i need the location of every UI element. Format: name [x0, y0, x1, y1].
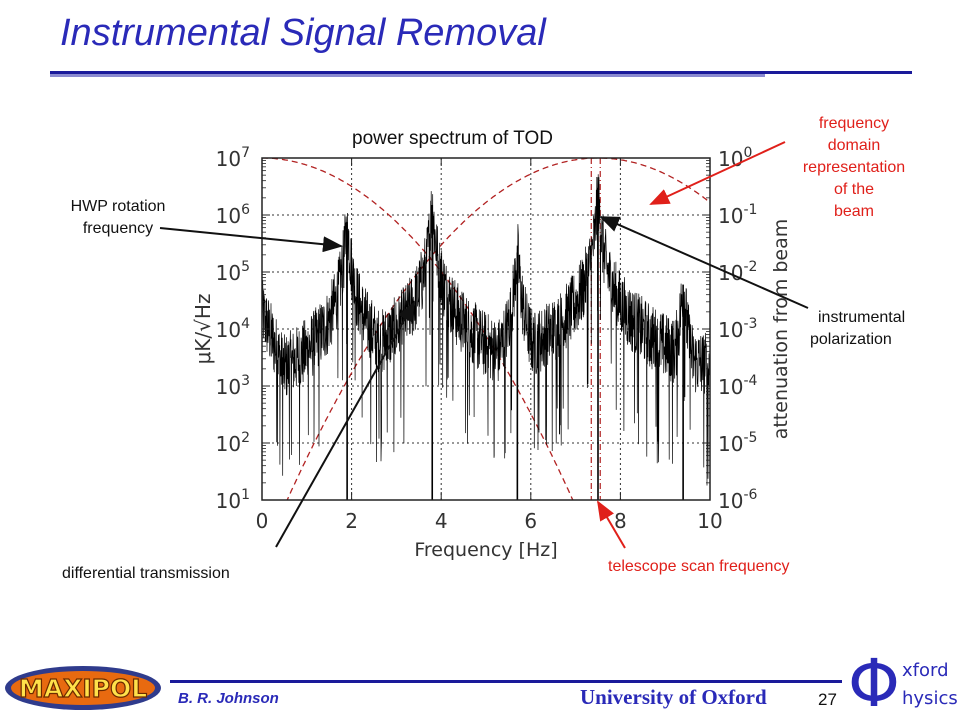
- x-tick-label: 6: [524, 509, 537, 533]
- y-tick-exponent: 3: [241, 373, 250, 389]
- physics-word: hysics: [902, 688, 958, 709]
- y2-tick-exponent: -6: [743, 487, 757, 503]
- y-tick-label: 101: [216, 487, 250, 513]
- instrumental-line-1: instrumental: [818, 309, 906, 326]
- title-rule: [50, 71, 912, 74]
- title-rule-accent: [50, 74, 765, 77]
- x-tick-label: 8: [614, 509, 627, 533]
- y2-tick-exponent: -2: [743, 259, 757, 275]
- spectrum-line: [262, 174, 710, 486]
- y2-tick-exponent: 0: [743, 145, 752, 161]
- y-tick-exponent: 2: [241, 430, 250, 446]
- university: University of Oxford: [580, 685, 767, 709]
- y2-tick-exponent: -1: [743, 202, 757, 218]
- y-tick-exponent: 7: [241, 145, 250, 161]
- y2-tick-label: 10-1: [718, 202, 757, 228]
- y2-tick-label: 10-5: [718, 430, 757, 456]
- beam-line-1: frequency: [818, 115, 890, 132]
- beam-line-4: of the: [833, 181, 875, 198]
- y2-tick-label: 10-4: [718, 373, 758, 399]
- instrumental-arrow: [599, 216, 809, 309]
- beam-line-3: representation: [802, 159, 906, 176]
- y-tick-exponent: 4: [241, 316, 250, 332]
- maxipol-logo: MAXIPOL: [5, 666, 161, 710]
- oxford-word: xford: [902, 660, 949, 681]
- author: B. R. Johnson: [178, 690, 279, 707]
- y2-tick-exponent: -4: [743, 373, 757, 389]
- y-tick-label: 104: [216, 316, 250, 342]
- y-tick-exponent: 6: [241, 202, 250, 218]
- hwp-arrow: [159, 227, 343, 253]
- y2-tick-exponent: -3: [743, 316, 757, 332]
- y-tick-exponent: 5: [241, 259, 250, 275]
- beam-attenuation-curve: [286, 158, 710, 500]
- differential-arrow: [275, 301, 415, 548]
- scan-annotation: telescope scan frequency: [608, 558, 790, 575]
- oxford-physics-logo: Φ xford hysics: [848, 648, 958, 720]
- differential-annotation: differential transmission: [62, 565, 230, 582]
- x-tick-label: 0: [256, 509, 269, 533]
- arrow-layer: [159, 141, 809, 549]
- phi-symbol: Φ: [848, 648, 900, 720]
- y-tick-label: 106: [216, 202, 250, 228]
- instrumental-line-2: polarization: [810, 331, 892, 348]
- ticks-layer: [261, 157, 711, 501]
- chart-title: power spectrum of TOD: [352, 128, 553, 149]
- slide-title: Instrumental Signal Removal: [60, 12, 546, 54]
- hwp-annotation: HWP rotation frequency: [48, 196, 188, 240]
- y-tick-label: 105: [216, 259, 250, 285]
- beam-line-5: beam: [833, 203, 875, 220]
- y2-tick-label: 10-6: [718, 487, 758, 513]
- x-tick-label: 10: [697, 509, 722, 533]
- beam-arrow: [649, 141, 786, 205]
- instrumental-annotation: instrumental polarization: [810, 307, 940, 351]
- hwp-line-1: HWP rotation: [70, 198, 166, 215]
- data-layer: [262, 158, 710, 500]
- y2-tick-exponent: -5: [743, 430, 757, 446]
- maxipol-text: MAXIPOL: [19, 674, 147, 703]
- x-axis-label: Frequency [Hz]: [414, 539, 557, 561]
- x-tick-label: 2: [345, 509, 358, 533]
- y-tick-label: 103: [216, 373, 250, 399]
- y-tick-label: 102: [216, 430, 250, 456]
- y2-axis-label: attenuation from beam: [770, 219, 792, 440]
- footer-rule: [170, 680, 842, 683]
- beam-line-2: domain: [827, 137, 881, 154]
- x-tick-label: 4: [435, 509, 448, 533]
- beam-annotation: frequency domain representation of the b…: [780, 113, 928, 223]
- hwp-line-2: frequency: [82, 220, 154, 237]
- y2-tick-label: 10-3: [718, 316, 757, 342]
- y-tick-exponent: 1: [241, 487, 250, 503]
- y-axis-label: μK/√Hz: [191, 294, 215, 365]
- scan-arrow: [596, 500, 626, 549]
- page-number: 27: [818, 690, 837, 709]
- y2-tick-label: 100: [718, 145, 752, 171]
- y-tick-label: 107: [216, 145, 250, 171]
